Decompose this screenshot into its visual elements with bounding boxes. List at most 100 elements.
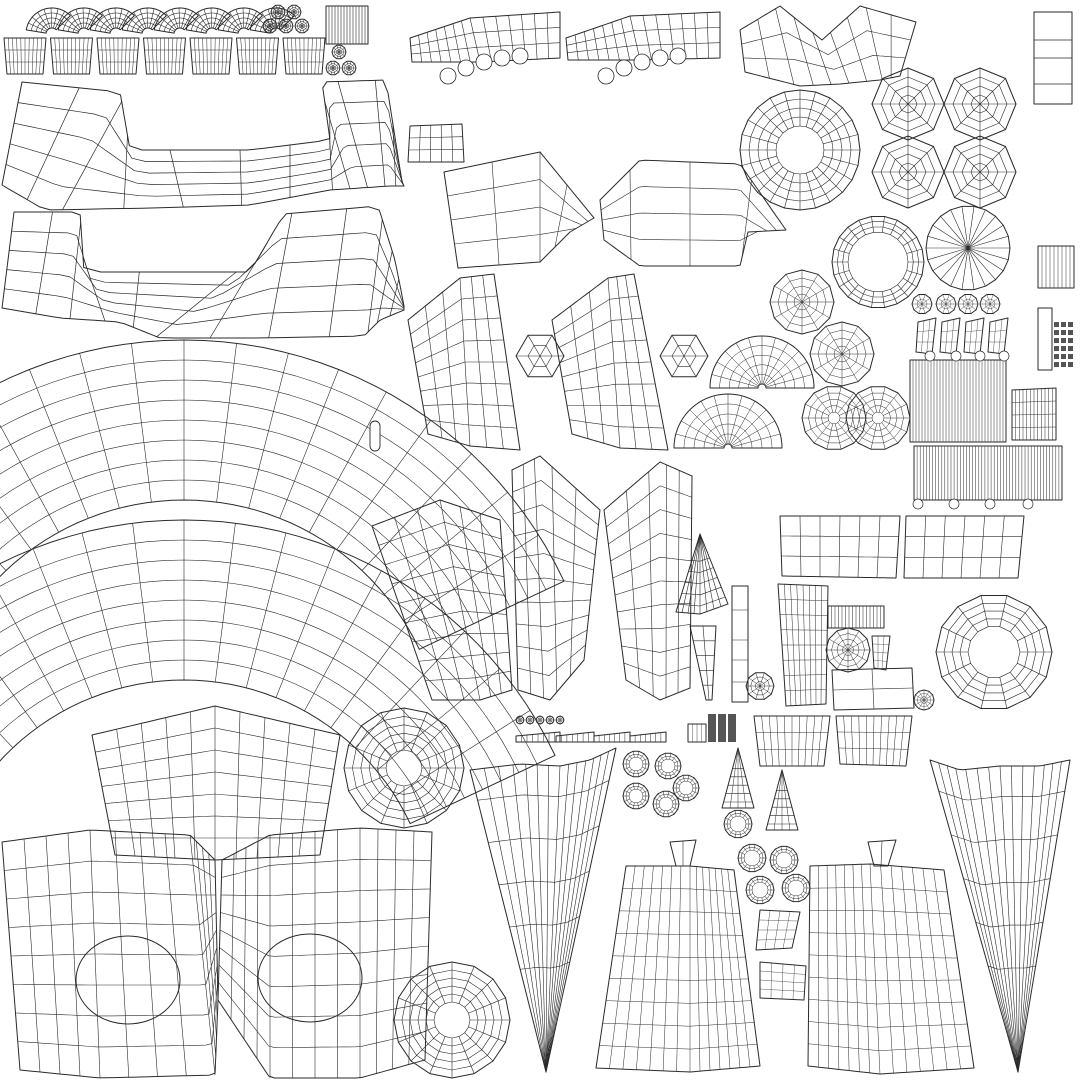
bead-rosette xyxy=(545,715,555,725)
top-rosette xyxy=(262,18,278,34)
ruffle-bead xyxy=(597,67,615,85)
mini-rosette xyxy=(911,294,933,314)
ring-bead-lower xyxy=(737,843,767,873)
stripe-end-cap xyxy=(948,498,960,510)
small-wrap-block xyxy=(407,123,465,163)
stripe-end-cap xyxy=(924,350,936,362)
lower-band xyxy=(1,206,405,339)
top-rosette xyxy=(270,4,286,20)
shorts-right xyxy=(217,827,433,1079)
bead-rosette xyxy=(535,715,545,725)
column-right xyxy=(603,461,693,701)
spire-b xyxy=(765,769,799,831)
cuff-band-b xyxy=(835,715,913,767)
mini-rosette xyxy=(957,294,979,314)
ring-bead xyxy=(672,774,700,802)
narrow-strip xyxy=(731,585,749,703)
ring-disc-large xyxy=(739,89,861,211)
dark-marker-chips xyxy=(1054,322,1073,367)
ring-bead-lower xyxy=(769,845,799,875)
sleeve-panel-left xyxy=(443,151,595,269)
sleeve-right xyxy=(551,273,669,451)
small-stripe-roll xyxy=(1011,387,1057,441)
uv-islands xyxy=(0,4,1075,1079)
ruffle-bead xyxy=(651,49,669,67)
curl-piece-a xyxy=(755,909,801,951)
top-rosette-small xyxy=(331,44,347,60)
cuff-band-a xyxy=(753,715,831,767)
chain-link-d xyxy=(629,731,667,743)
top-cuff xyxy=(96,37,140,75)
sleeve-panel-right xyxy=(599,159,787,267)
cone-stem xyxy=(689,625,717,701)
ruffle-bead xyxy=(457,59,475,77)
top-cuff xyxy=(189,37,233,75)
top-scallop xyxy=(153,7,199,34)
ruffle-bead xyxy=(439,67,457,85)
web-disc-a xyxy=(769,269,835,335)
pleat-top xyxy=(827,605,885,629)
ruffle-bead xyxy=(633,53,651,71)
ruffle-bead xyxy=(615,59,633,77)
flat-tab xyxy=(831,667,915,711)
top-rosette-small xyxy=(341,60,357,76)
bead-rosette xyxy=(555,715,565,725)
ring-bead-lower xyxy=(781,873,811,903)
cap-hexagon-b xyxy=(659,334,709,378)
trouser-left-neck xyxy=(669,839,697,867)
top-rosette xyxy=(294,18,310,34)
octagon-disc xyxy=(943,135,1017,209)
tiny-web xyxy=(913,689,935,711)
plain-disc xyxy=(925,205,1011,291)
bar-set-lead xyxy=(687,723,707,743)
stripe-end-cap xyxy=(984,498,996,510)
upper-band xyxy=(1,79,405,211)
ring-bead-lower xyxy=(723,809,753,839)
top-scallop xyxy=(25,7,71,34)
small-capsule-shell xyxy=(369,420,381,452)
bodice-piece xyxy=(371,499,513,701)
stripe-end-cap xyxy=(912,498,924,510)
torso-front xyxy=(91,705,341,861)
top-cuff xyxy=(236,37,279,75)
octagon-disc xyxy=(943,67,1017,141)
top-cuff-block xyxy=(325,5,369,45)
top-scallop xyxy=(57,7,103,34)
sleeve-left xyxy=(407,273,521,451)
half-fan-a xyxy=(709,335,815,389)
shorts-right-hole xyxy=(257,933,363,1023)
mini-rosette xyxy=(979,294,1001,314)
stripe-end-cap xyxy=(1022,498,1034,510)
top-scallop xyxy=(121,7,167,34)
mini-rosette xyxy=(935,294,957,314)
large-octagon-disc xyxy=(935,595,1053,709)
collar-block-b xyxy=(903,515,1025,579)
stripe-mini xyxy=(1037,245,1075,289)
octagon-disc xyxy=(871,135,945,209)
ring-bead xyxy=(622,750,650,778)
oval-disc-upper xyxy=(343,707,465,829)
top-cuff xyxy=(143,37,186,75)
top-cuff xyxy=(3,37,47,75)
cap-hexagon-a xyxy=(515,334,565,378)
web-disc-b xyxy=(809,321,875,387)
ring-bead xyxy=(652,790,680,818)
ring-bead xyxy=(654,752,682,780)
small-ring-stack xyxy=(745,672,775,700)
half-fan-b xyxy=(673,393,783,449)
octagon-disc xyxy=(871,67,945,141)
top-cuff xyxy=(282,37,326,75)
stripe-block-lower xyxy=(913,445,1063,501)
top-scallop xyxy=(185,7,231,34)
shorts-left-hole xyxy=(75,935,181,1025)
long-fan-left xyxy=(469,747,617,1073)
spiral-disc-b xyxy=(845,386,911,450)
top-right-tall-block xyxy=(1033,11,1073,105)
top-scallop xyxy=(217,7,263,34)
oval-disc-lower xyxy=(393,961,511,1079)
bead-rosette xyxy=(525,715,535,725)
pleat-column xyxy=(777,583,829,707)
stripe-end-cap xyxy=(950,350,962,362)
curl-piece-b xyxy=(759,961,807,1001)
